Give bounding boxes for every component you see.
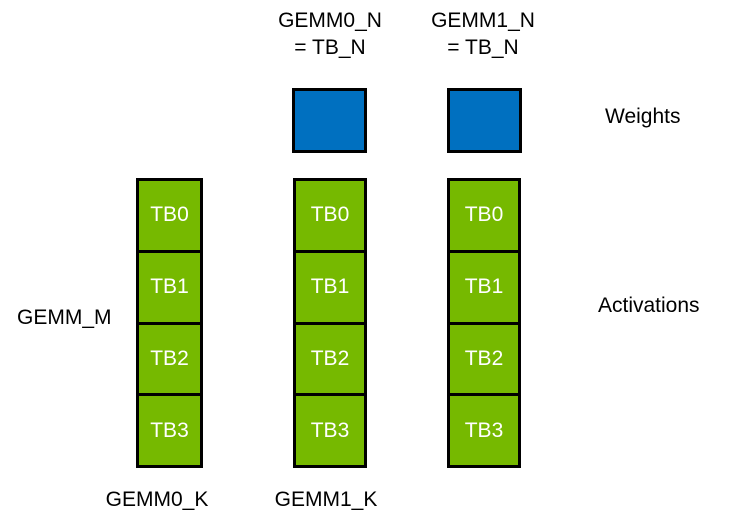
tb-cell: TB3 bbox=[447, 393, 521, 468]
gemm0-k-label: GEMM0_K bbox=[105, 488, 209, 511]
weights-block-1 bbox=[447, 88, 522, 153]
gemm1-n-label: GEMM1_N = TB_N bbox=[403, 7, 563, 61]
tb-cell: TB2 bbox=[447, 321, 521, 397]
gemm1-k-label: GEMM1_K bbox=[274, 488, 378, 511]
gemm0-n-label-line1: GEMM0_N bbox=[278, 9, 382, 32]
tb-column-1: TB0 TB1 TB2 TB3 bbox=[293, 178, 367, 468]
activations-label: Activations bbox=[598, 294, 700, 317]
weights-block-0 bbox=[292, 88, 367, 153]
tb-column-0: TB0 TB1 TB2 TB3 bbox=[136, 178, 203, 468]
tb-cell: TB0 bbox=[447, 178, 521, 253]
tb-cell: TB3 bbox=[136, 393, 203, 468]
tb-cell: TB1 bbox=[447, 249, 521, 325]
gemm1-n-label-line2: = TB_N bbox=[447, 36, 519, 59]
gemm0-n-label-line2: = TB_N bbox=[294, 36, 366, 59]
tb-cell: TB0 bbox=[136, 178, 203, 253]
tb-cell: TB2 bbox=[136, 321, 203, 397]
tb-cell: TB3 bbox=[293, 393, 367, 468]
tb-cell: TB1 bbox=[136, 249, 203, 325]
tb-column-2: TB0 TB1 TB2 TB3 bbox=[447, 178, 521, 468]
tb-cell: TB0 bbox=[293, 178, 367, 253]
tb-cell: TB2 bbox=[293, 321, 367, 397]
weights-label: Weights bbox=[605, 105, 681, 128]
gemm0-n-label: GEMM0_N = TB_N bbox=[250, 7, 410, 61]
gemm1-n-label-line1: GEMM1_N bbox=[431, 9, 535, 32]
gemm-m-label: GEMM_M bbox=[17, 306, 112, 329]
tb-cell: TB1 bbox=[293, 249, 367, 325]
